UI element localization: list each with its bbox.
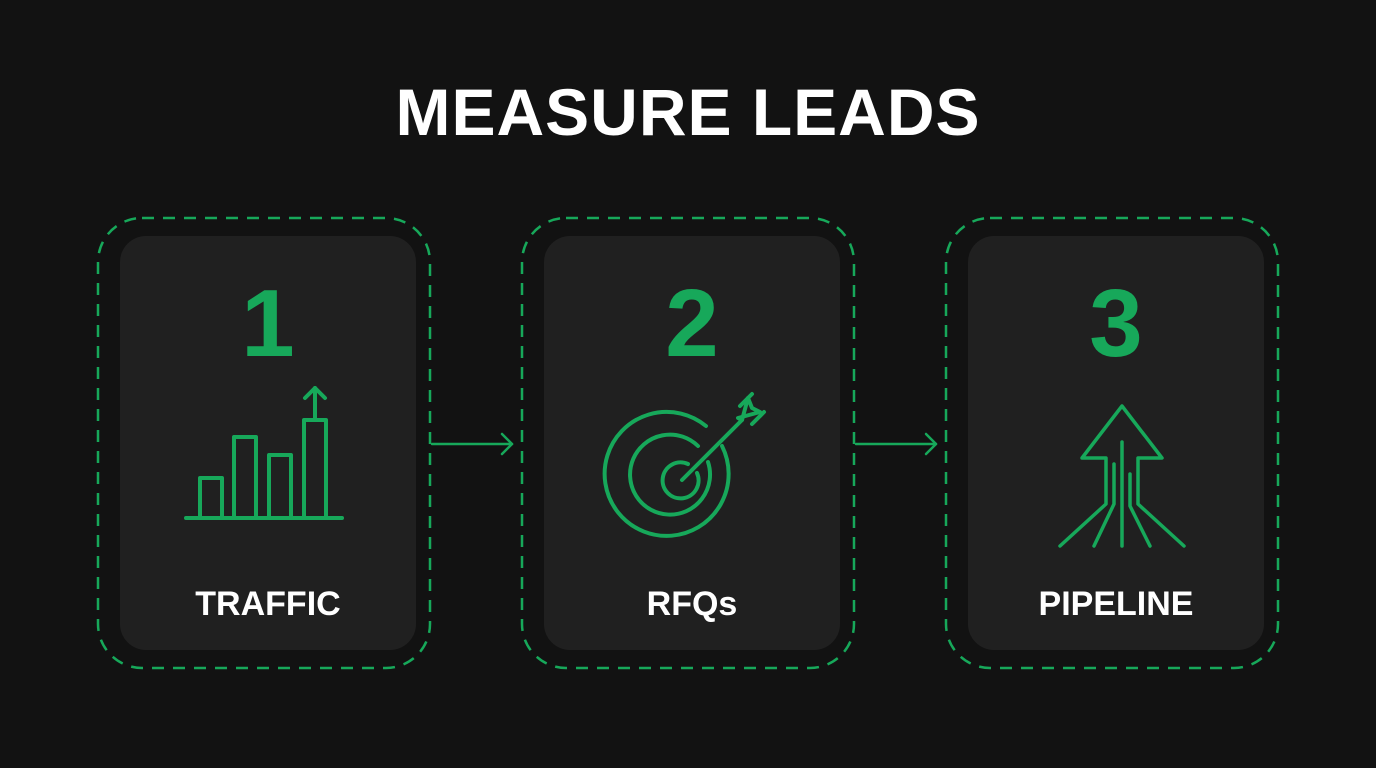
step-rfqs: 2 RFQs: [520, 216, 856, 670]
dashed-border: [520, 216, 856, 670]
dashed-border: [96, 216, 432, 670]
step-label: TRAFFIC: [195, 585, 341, 623]
step-card: 2 RFQs: [544, 236, 840, 650]
arrow-right-icon: [430, 432, 514, 456]
step-number: 1: [241, 270, 295, 377]
arrow-right-icon: [854, 432, 938, 456]
bar-chart-growth-icon: [184, 386, 344, 520]
page-title: MEASURE LEADS: [395, 75, 981, 149]
target-arrow-icon: [602, 392, 766, 538]
step-number: 3: [1089, 270, 1143, 377]
step-traffic: 1 TRAFFIC: [96, 216, 432, 670]
step-pipeline: 3 PIPELINE: [944, 216, 1280, 670]
step-card: 3 PIPELINE: [968, 236, 1264, 650]
step-number: 2: [665, 270, 719, 377]
step-label: RFQs: [646, 585, 738, 623]
step-card: 1 TRAFFIC: [120, 236, 416, 650]
dashed-border: [944, 216, 1280, 670]
step-label: PIPELINE: [1038, 585, 1194, 623]
converging-arrow-icon: [1058, 404, 1186, 548]
